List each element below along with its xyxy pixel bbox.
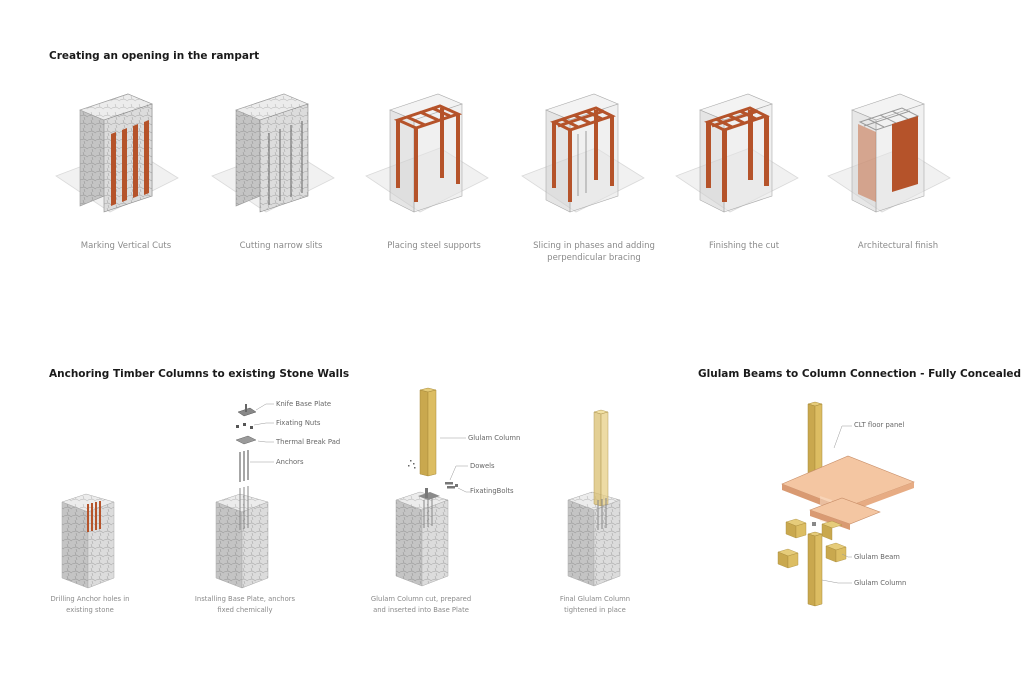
step-caption-3: Placing steel supports bbox=[387, 241, 481, 251]
label-fixating-nuts: Fixating Nuts bbox=[276, 419, 321, 427]
step-block-steel bbox=[365, 93, 489, 213]
step-block-marking bbox=[55, 93, 179, 213]
label-connection-glulam-column: Glulam Column bbox=[854, 579, 907, 587]
step-caption-6: Architectural finish bbox=[857, 241, 939, 251]
step-block-finishing bbox=[675, 93, 799, 213]
label-anchors: Anchors bbox=[276, 458, 304, 466]
section-heading-connection: Glulam Beams to Column Connection - Full… bbox=[698, 368, 1022, 380]
step-block-slits bbox=[211, 93, 335, 213]
connection-assembly bbox=[777, 401, 915, 607]
anchor-caption-2: Installing Base Plate, anchors fixed che… bbox=[194, 595, 296, 614]
label-dowels: Dowels bbox=[470, 462, 495, 470]
anchor-caption-4: Final Glulam Column tightened in place bbox=[559, 595, 631, 614]
step-block-architectural bbox=[827, 93, 951, 213]
label-glulam-beam: Glulam Beam bbox=[854, 553, 900, 561]
anchor-step-glulam-insert bbox=[395, 387, 470, 587]
step-caption-1: Marking Vertical Cuts bbox=[80, 241, 172, 251]
label-knife-base-plate: Knife Base Plate bbox=[276, 400, 332, 408]
anchor-caption-3: Glulam Column cut, prepared and inserted… bbox=[370, 595, 472, 614]
label-clt-floor-panel: CLT floor panel bbox=[854, 421, 905, 429]
step-caption-5: Finishing the cut bbox=[708, 241, 780, 251]
step-caption-4: Slicing in phases and adding perpendicul… bbox=[533, 241, 655, 263]
anchor-step-drilling bbox=[61, 493, 115, 589]
section-heading-opening: Creating an opening in the rampart bbox=[49, 50, 260, 62]
anchor-caption-1: Drilling Anchor holes in existing stone bbox=[50, 595, 130, 614]
step-block-slicing bbox=[521, 93, 645, 213]
step-caption-2: Cutting narrow slits bbox=[239, 241, 323, 251]
section-heading-anchoring: Anchoring Timber Columns to existing Sto… bbox=[49, 368, 350, 380]
anchor-step-final bbox=[567, 409, 621, 587]
label-glulam-column: Glulam Column bbox=[468, 434, 521, 442]
label-fixating-bolts: FixatingBolts bbox=[470, 487, 514, 495]
anchor-step-baseplate bbox=[215, 403, 274, 589]
label-thermal-break-pad: Thermal Break Pad bbox=[276, 438, 341, 446]
